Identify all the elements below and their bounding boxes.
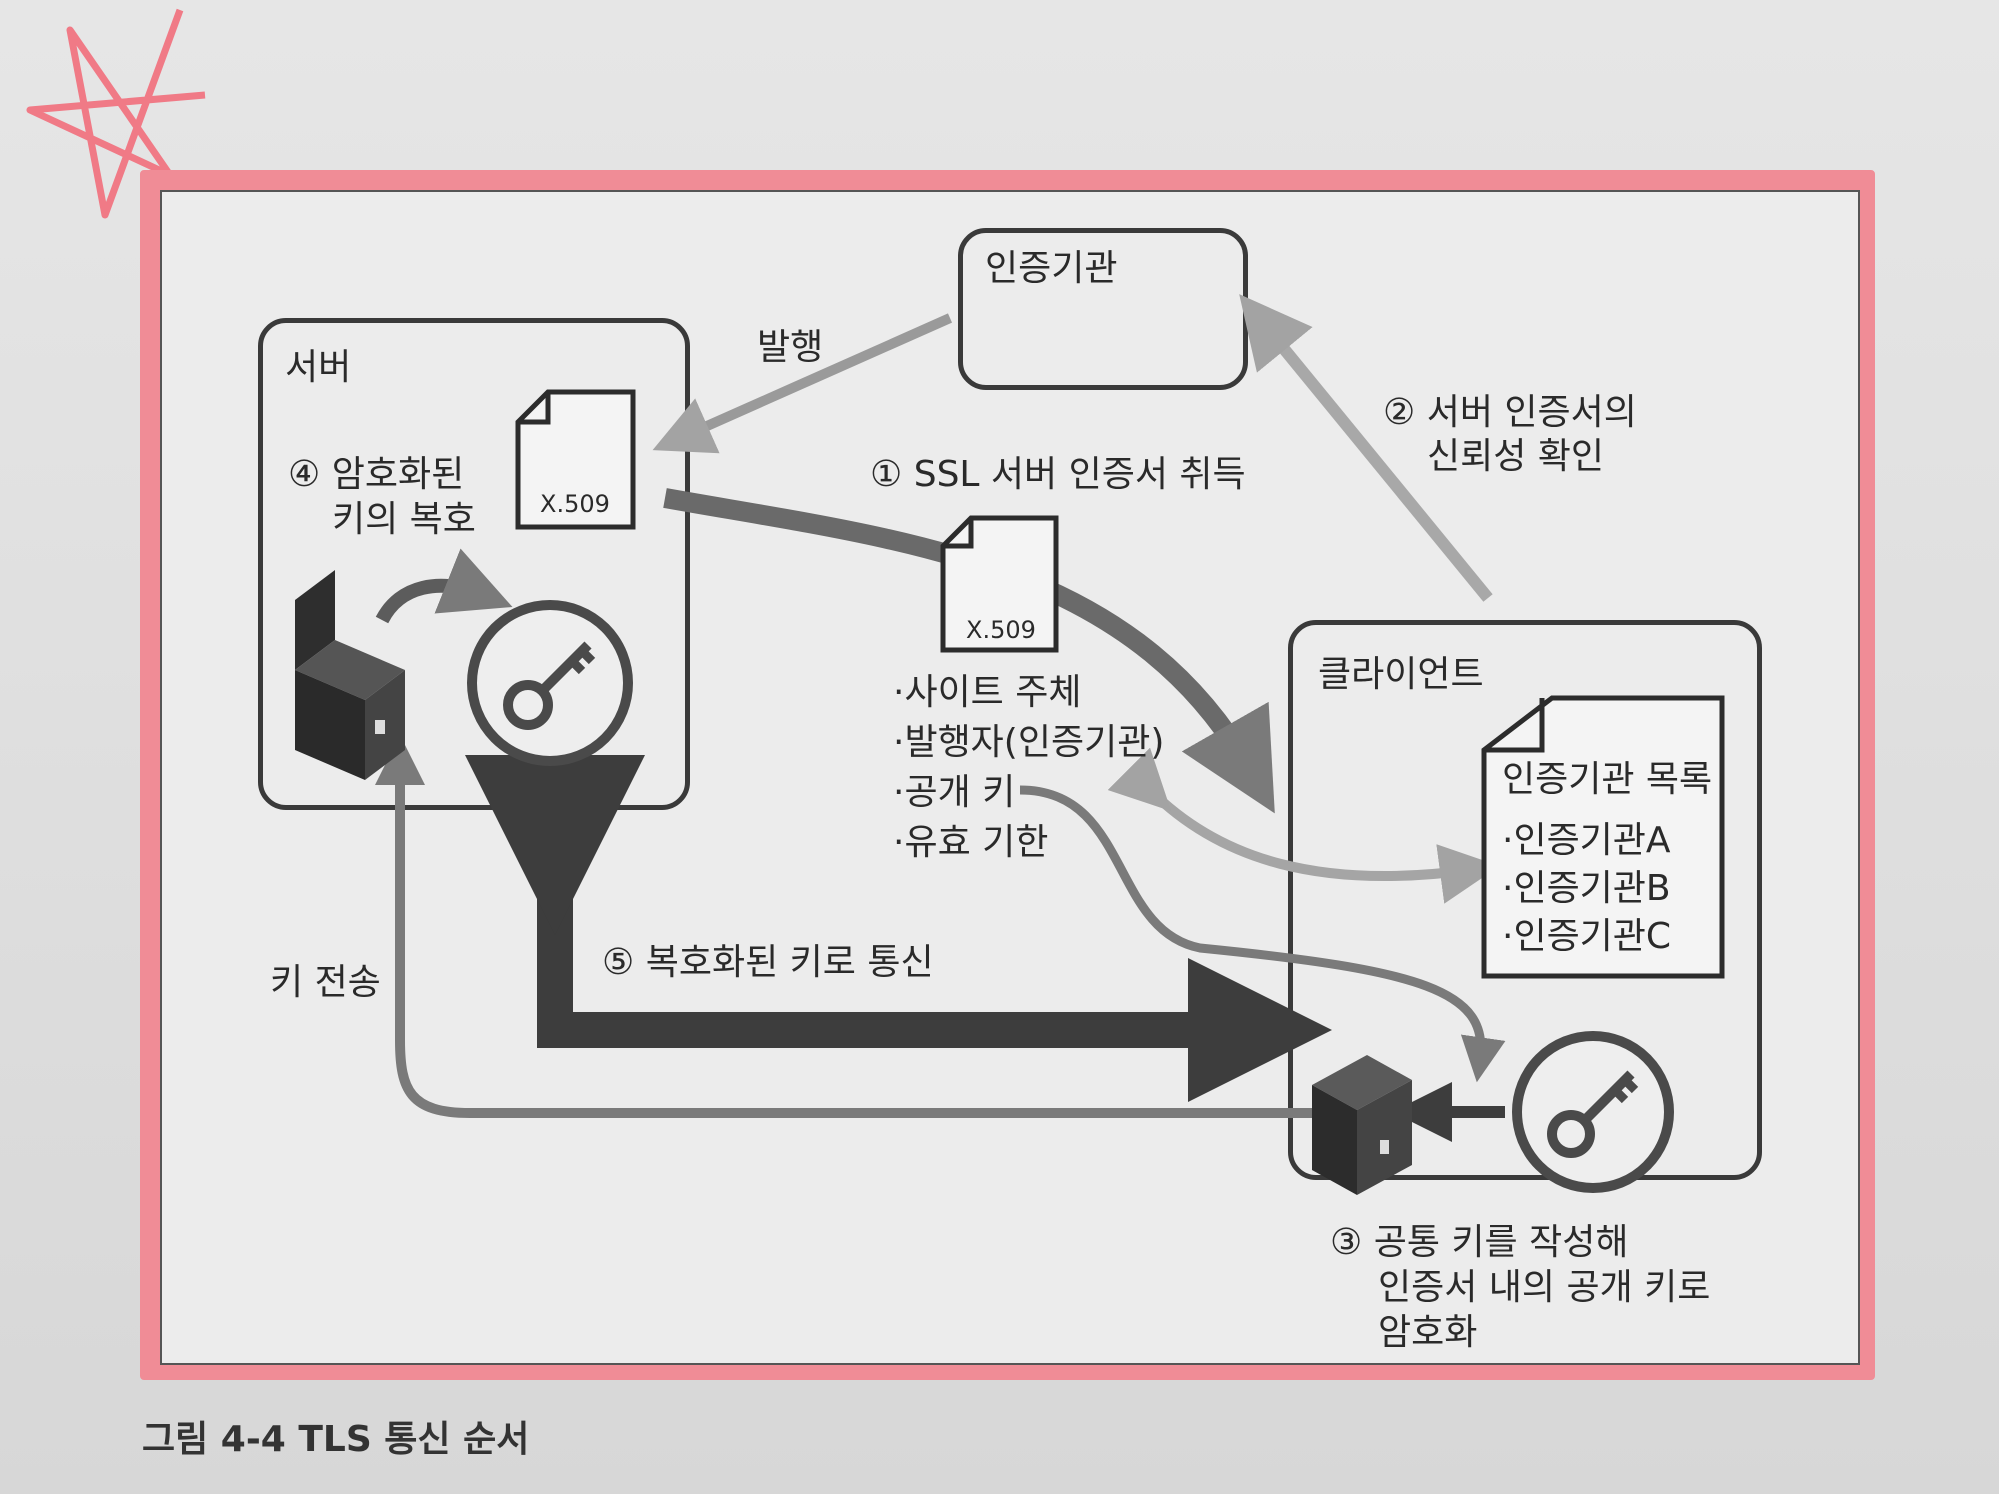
- ca-list-item-b: ·인증기관B: [1502, 868, 1671, 909]
- issuer-check-arrow: [1107, 747, 1500, 904]
- server-key-icon: [467, 600, 633, 766]
- decrypt-arrow: [375, 548, 513, 624]
- closed-chest-icon: [1312, 1055, 1412, 1195]
- server-certificate: [515, 389, 636, 530]
- verify-arrow: [1239, 294, 1493, 602]
- step5-label: ⑤ 복호화된 키로 통신: [602, 942, 934, 983]
- star-doodle-icon: [26, 8, 206, 219]
- step1-label: ① SSL 서버 인증서 취득: [870, 454, 1246, 495]
- client-box-label: 클라이언트: [1318, 654, 1484, 695]
- server-box-label: 서버: [285, 347, 352, 388]
- ca-list-item-c: ·인증기관C: [1502, 916, 1672, 957]
- issue-arrow: [652, 313, 953, 454]
- cert-field-validity: ·유효 기한: [893, 822, 1049, 863]
- step4-line1: ④ 암호화된: [288, 454, 465, 495]
- cert-field-issuer: ·발행자(인증기관): [893, 722, 1165, 763]
- middle-certificate: [940, 515, 1059, 653]
- ca-list-title: 인증기관 목록: [1502, 759, 1713, 800]
- cert-field-subject: ·사이트 주체: [893, 672, 1082, 713]
- communication-arrow: [465, 755, 1332, 1102]
- step4-line2: 키의 복호: [332, 499, 476, 540]
- open-chest-icon: [295, 570, 405, 780]
- ca-list-document: [1481, 695, 1725, 979]
- client-key-icon: [1512, 1031, 1674, 1193]
- server-cert-label: X.509: [540, 490, 610, 518]
- step3-line1: ③ 공통 키를 작성해: [1330, 1222, 1629, 1263]
- step3-line2: 인증서 내의 공개 키로: [1378, 1267, 1711, 1308]
- key-send-arrow: [375, 735, 1312, 1118]
- middle-cert-label: X.509: [966, 616, 1036, 644]
- key-send-label: 키 전송: [270, 962, 381, 1003]
- issue-label: 발행: [757, 327, 824, 368]
- step3-line3: 암호화: [1378, 1312, 1478, 1353]
- step2-line1: ② 서버 인증서의: [1383, 392, 1637, 433]
- figure-caption: 그림 4-4 TLS 통신 순서: [142, 1419, 530, 1460]
- ca-box-label: 인증기관: [985, 248, 1118, 289]
- cert-field-public-key: ·공개 키: [893, 772, 1016, 813]
- ca-list-item-a: ·인증기관A: [1502, 820, 1671, 861]
- step2-line2: 신뢰성 확인: [1427, 436, 1605, 477]
